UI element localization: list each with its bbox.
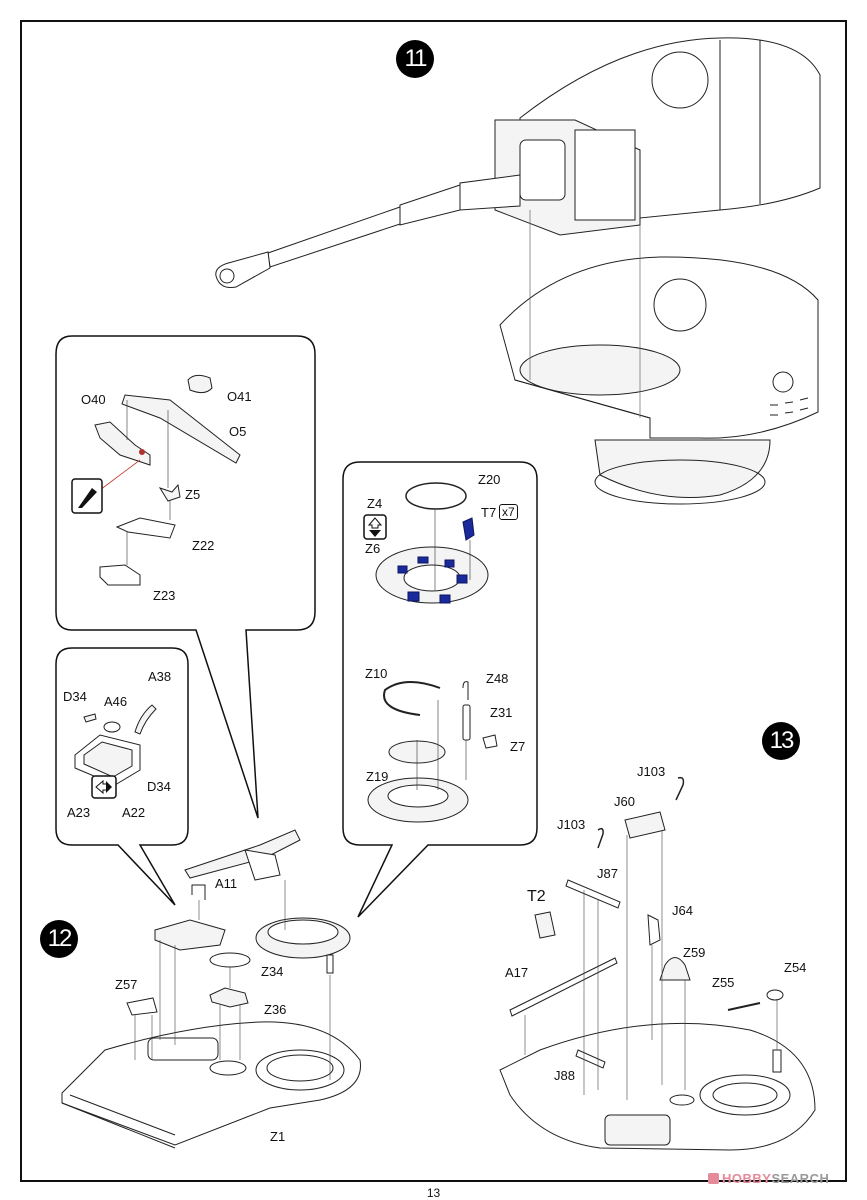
label-a22: A22	[122, 805, 146, 820]
part-z59	[659, 957, 691, 981]
page-number: 13	[426, 1186, 441, 1200]
label-t2: T2	[527, 888, 546, 905]
label-z20: Z20	[478, 472, 501, 487]
part-z57	[126, 997, 158, 1016]
label-z48: Z48	[486, 671, 509, 686]
part-a46	[103, 721, 121, 733]
hatch-parts-drawing	[74, 704, 157, 786]
mg-stock	[94, 421, 151, 466]
label-t7: T7	[481, 505, 497, 520]
step13-drawing	[499, 776, 816, 1151]
label-z55: Z55	[712, 975, 735, 990]
step-number-text: 12	[47, 925, 73, 952]
label-z6: Z6	[365, 541, 381, 556]
label-z57: Z57	[115, 977, 138, 992]
mg-base-z23	[99, 564, 141, 586]
part-j64	[647, 914, 661, 946]
part-j87	[565, 879, 621, 909]
label-o40: O40	[81, 392, 106, 407]
label-j103-top: J103	[637, 764, 666, 779]
label-j60: J60	[614, 794, 635, 809]
label-z19: Z19	[366, 769, 389, 784]
label-z5: Z5	[185, 487, 201, 502]
main-gun-barrel	[459, 174, 521, 211]
part-j103a	[675, 776, 685, 801]
label-z23: Z23	[153, 588, 176, 603]
hatch-assembled	[154, 919, 226, 951]
turret-floor	[594, 439, 771, 498]
part-j60	[624, 811, 666, 839]
watermark-brand-a: HOBBY	[722, 1171, 772, 1186]
label-z7: Z7	[510, 739, 526, 754]
part-z54	[766, 989, 784, 1001]
part-t7	[462, 517, 475, 541]
part-z48	[462, 681, 469, 700]
quantity-badge-x7: x7	[499, 504, 518, 520]
label-z36: Z36	[264, 1002, 287, 1017]
label-z34: Z34	[261, 964, 284, 979]
label-a17: A17	[505, 965, 529, 980]
step-number-11: 11	[396, 40, 434, 78]
hatch-opening	[147, 1037, 219, 1061]
label-o41: O41	[227, 389, 252, 404]
basket-porthole	[653, 278, 707, 332]
part-j103b	[597, 827, 604, 849]
part-z7	[482, 734, 498, 749]
label-d34-top: D34	[63, 689, 87, 704]
watermark-brand-b: SEARCH	[771, 1171, 830, 1186]
part-a38	[134, 704, 157, 735]
turret-basket	[499, 256, 819, 439]
watermark-logo-icon	[708, 1173, 719, 1184]
ring-z10	[383, 681, 441, 716]
label-a11: A11	[215, 876, 238, 891]
label-a38: A38	[148, 669, 172, 684]
label-j64: J64	[672, 903, 693, 918]
label-z4: Z4	[367, 496, 383, 511]
part-z55	[727, 1002, 761, 1011]
step-number-12: 12	[40, 920, 78, 958]
ring-z20	[405, 482, 467, 510]
mg-bipod-z5	[158, 483, 181, 502]
part-t2	[534, 911, 556, 939]
label-z22: Z22	[192, 538, 215, 553]
turret-porthole	[651, 51, 709, 109]
step-number-text: 11	[404, 45, 428, 72]
label-j88: J88	[554, 1068, 575, 1083]
step-number-text: 13	[769, 727, 795, 754]
label-o5: O5	[229, 424, 247, 439]
step-number-13: 13	[762, 722, 800, 760]
part-z36	[209, 987, 249, 1008]
label-z54: Z54	[784, 960, 807, 975]
label-z31: Z31	[490, 705, 513, 720]
label-z10: Z10	[365, 666, 388, 681]
callout-mg-box	[55, 335, 316, 819]
part-z34	[209, 952, 251, 968]
mg-drum	[187, 374, 213, 394]
mg-mount-z22	[115, 517, 176, 539]
mg-assembled	[184, 829, 301, 879]
label-j87: J87	[597, 866, 618, 881]
part-a11	[191, 884, 206, 900]
mg-parts-drawing	[94, 374, 241, 586]
mg-body	[121, 394, 241, 464]
part-a17	[509, 957, 618, 1017]
label-a23: A23	[67, 805, 91, 820]
part-z31	[462, 704, 471, 741]
floor-hatch	[604, 1114, 671, 1146]
label-a46: A46	[104, 694, 128, 709]
label-d34-bottom: D34	[147, 779, 171, 794]
label-z1: Z1	[270, 1129, 286, 1144]
label-z59: Z59	[683, 945, 706, 960]
ring-parts-drawing	[367, 482, 498, 823]
watermark: HOBBYSEARCH	[708, 1171, 829, 1186]
part-d34	[83, 713, 97, 723]
step12-drawing	[61, 829, 361, 1149]
step11-drawing	[215, 37, 821, 505]
label-j103-left: J103	[557, 817, 586, 832]
